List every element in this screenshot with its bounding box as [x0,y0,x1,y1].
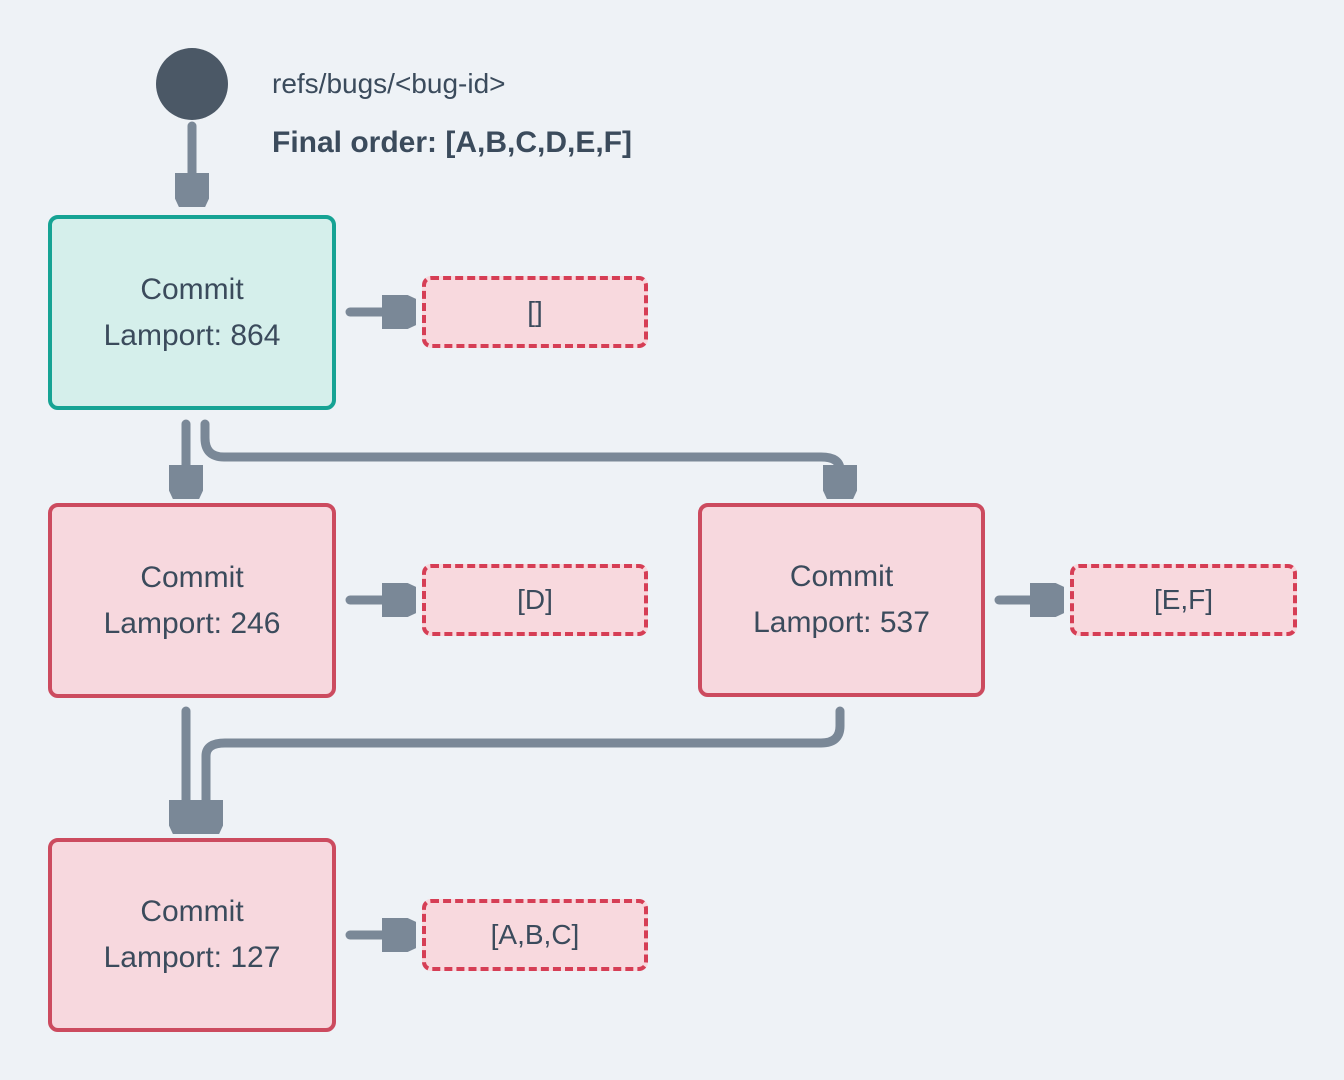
commit-title: Commit [140,895,244,928]
payload-box-empty: [] [422,276,648,348]
commit-lamport: Lamport: 537 [753,606,930,639]
commit-node-246: Commit Lamport: 246 [48,503,336,698]
payload-label: [] [527,296,543,327]
commit-lamport: Lamport: 127 [103,941,281,974]
payload-label: [E,F] [1153,584,1214,615]
commit-title: Commit [140,560,244,594]
commit-node-127: Commit Lamport: 127 [48,838,336,1032]
commit-title: Commit [140,272,244,306]
payload-box-abc: [A,B,C] [422,899,648,971]
ref-node-circle [156,48,228,120]
payload-box-d: [D] [422,564,648,636]
final-order-label: Final order: [A,B,C,D,E,F] [272,126,632,159]
payload-label: [A,B,C] [490,919,580,950]
arrow-commit-537-to-commit-127 [206,706,845,807]
commit-node-537: Commit Lamport: 537 [698,503,985,697]
commit-node-864: Commit Lamport: 864 [48,215,336,410]
ref-label: refs/bugs/<bug-id> [272,68,506,99]
commit-title: Commit [789,560,894,593]
payload-label: [D] [517,584,553,615]
commit-lamport: Lamport: 246 [103,606,281,640]
payload-box-ef: [E,F] [1070,564,1297,636]
arrow-commit-864-to-commit-537 [200,419,840,472]
commit-lamport: Lamport: 864 [103,318,281,352]
